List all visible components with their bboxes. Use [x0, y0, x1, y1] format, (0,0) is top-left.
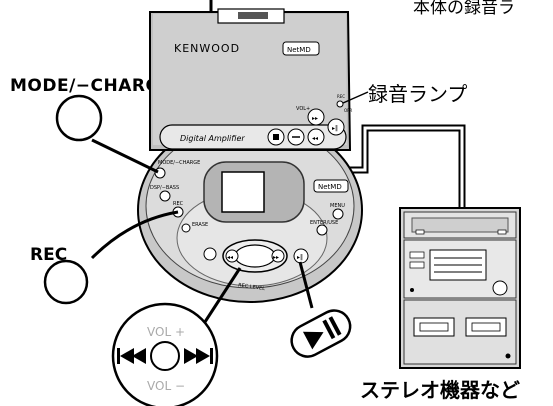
- stereo-system: [399, 207, 521, 369]
- erase-small-label: ERASE: [192, 222, 208, 228]
- play-pause-button[interactable]: [286, 305, 356, 362]
- erase-button[interactable]: [181, 223, 191, 233]
- stop-button-small[interactable]: [203, 247, 217, 261]
- ring-prev-button[interactable]: [225, 249, 239, 263]
- rec-lamp-small-label: REC: [337, 94, 345, 99]
- lid-button-5[interactable]: [327, 118, 345, 136]
- skip-back-icon: [117, 348, 146, 364]
- md-recorder: MODE/−CHARGE DSP/−BASS REC ERASE NetMD M…: [137, 117, 363, 303]
- svg-text:▸▸: ▸▸: [273, 254, 279, 261]
- vol-minus-label: VOL −: [147, 379, 185, 393]
- control-ring[interactable]: ◂◂ ▸▸: [222, 239, 288, 273]
- play-pause-icon: [302, 316, 342, 350]
- play-pointer-line: [298, 261, 314, 309]
- rec-lamp-label: 録音ランプ: [368, 82, 468, 106]
- svg-text:▸‖: ▸‖: [297, 254, 303, 261]
- dsp-bass-button[interactable]: [159, 190, 171, 202]
- rec-lamp-pointer: [342, 91, 369, 104]
- netmd-badge-top: NetMD: [287, 46, 311, 54]
- svg-text:▸▸: ▸▸: [312, 115, 318, 122]
- lid-button-4[interactable]: [307, 108, 325, 126]
- vol-plus-small-label: VOL+: [296, 106, 310, 112]
- svg-text:▸‖: ▸‖: [332, 125, 338, 132]
- enter-small-label: ENTER/USE: [310, 220, 338, 226]
- menu-button[interactable]: [332, 208, 344, 220]
- rec-label: REC: [30, 245, 68, 265]
- enter-button[interactable]: [316, 224, 328, 236]
- mode-pointer-line: [91, 138, 159, 174]
- mode-small-label: MODE/−CHARGE: [158, 160, 200, 166]
- mode-charge-button[interactable]: [55, 94, 103, 142]
- vol-plus-label: VOL +: [147, 325, 185, 339]
- rec-lamp: [336, 100, 344, 108]
- rec-level-label: REC LEVEL: [238, 282, 266, 292]
- svg-text:◂◂: ◂◂: [312, 135, 318, 142]
- volume-skip-dial[interactable]: VOL + VOL −: [111, 302, 219, 406]
- svg-text:◂◂: ◂◂: [227, 254, 233, 261]
- rec-small-label: REC: [173, 201, 184, 207]
- skip-forward-icon: [184, 348, 213, 364]
- mode-button-small[interactable]: [154, 167, 166, 179]
- netmd-badge-lower: NetMD: [318, 183, 342, 191]
- top-note: 本体の録音ラ: [413, 0, 515, 18]
- lid-button-3[interactable]: [307, 128, 325, 146]
- md-lid: KENWOOD NetMD Digital Amplifier ◂◂ ▸▸ ▸‖…: [149, 8, 353, 151]
- digital-amplifier-label: Digital Amplifier: [180, 134, 245, 143]
- lcd-display: [203, 161, 305, 223]
- stereo-label: ステレオ機器など: [360, 378, 520, 402]
- rec-button[interactable]: [43, 259, 89, 305]
- opr-small-label: OPR: [344, 108, 353, 113]
- ring-next-button[interactable]: [271, 249, 285, 263]
- rec-pointer-line: [90, 210, 179, 260]
- mode-charge-label: MODE/−CHARGE: [10, 76, 173, 96]
- menu-small-label: MENU: [330, 203, 345, 209]
- brand-logo: KENWOOD: [174, 42, 240, 55]
- dsp-small-label: DSP/−BASS: [150, 185, 179, 191]
